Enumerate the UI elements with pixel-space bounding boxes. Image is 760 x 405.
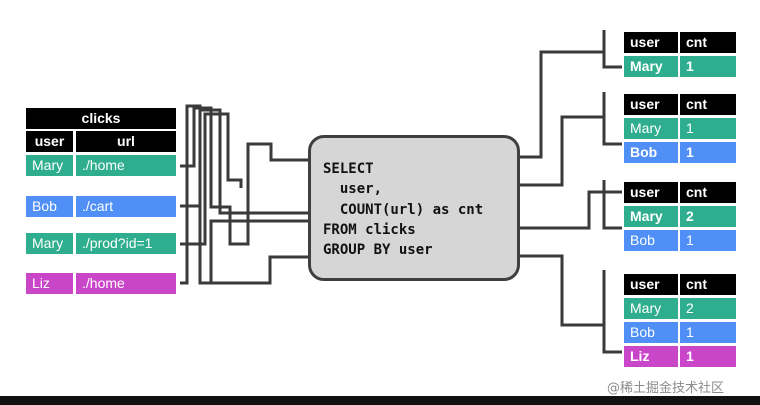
output-line-1 bbox=[520, 50, 622, 159]
watermark-text: @稀土掘金技术社区 bbox=[607, 381, 725, 396]
source-col-url-header: url bbox=[76, 131, 176, 152]
result-4-row-1-user: Mary bbox=[624, 298, 678, 319]
result-3-cnt-header: cnt bbox=[680, 182, 736, 203]
input-bracket-4 bbox=[180, 104, 308, 285]
output-line-3 bbox=[520, 190, 622, 230]
result-1-user-header: user bbox=[624, 32, 678, 53]
output-tick-3 bbox=[602, 180, 622, 230]
source-row-1-url: ./home bbox=[76, 155, 176, 176]
result-3-row-2-user: Bob bbox=[624, 230, 678, 251]
result-4-cnt-header: cnt bbox=[680, 274, 736, 295]
result-4-row-3-cnt: 1 bbox=[680, 346, 736, 367]
source-row-3-user: Mary bbox=[26, 233, 73, 254]
result-3-row-2-cnt: 1 bbox=[680, 230, 736, 251]
query-line-4: FROM clicks bbox=[323, 222, 416, 238]
source-row-4-url: ./home bbox=[76, 273, 176, 294]
bottom-bar bbox=[0, 396, 760, 405]
result-1-row-1-user: Mary bbox=[624, 56, 678, 77]
source-col-user-header: user bbox=[26, 131, 73, 152]
result-2-row-2-user: Bob bbox=[624, 142, 678, 163]
input-bracket-4b bbox=[211, 255, 308, 285]
query-line-3: COUNT(url) as cnt bbox=[323, 202, 484, 218]
result-3-row-1-cnt: 2 bbox=[680, 206, 736, 227]
result-2-row-1-user: Mary bbox=[624, 118, 678, 139]
source-row-2-url: ./cart bbox=[76, 196, 176, 217]
source-table-title: clicks bbox=[26, 108, 176, 129]
source-row-3-url: ./prod?id=1 bbox=[76, 233, 176, 254]
result-1-row-1-cnt: 1 bbox=[680, 56, 736, 77]
input-bracket-2 bbox=[180, 108, 308, 215]
result-2-row-2-cnt: 1 bbox=[680, 142, 736, 163]
result-4-row-2-cnt: 1 bbox=[680, 322, 736, 343]
source-row-1-user: Mary bbox=[26, 155, 73, 176]
input-bracket-1 bbox=[180, 106, 308, 246]
query-line-2: user, bbox=[323, 181, 383, 197]
input-bracket-3 bbox=[180, 112, 243, 246]
result-1-cnt-header: cnt bbox=[680, 32, 736, 53]
output-line-2 bbox=[520, 115, 622, 187]
output-line-4 bbox=[520, 254, 622, 354]
result-3-row-1-user: Mary bbox=[624, 206, 678, 227]
result-4-row-1-cnt: 2 bbox=[680, 298, 736, 319]
source-row-2-user: Bob bbox=[26, 196, 73, 217]
result-2-user-header: user bbox=[624, 94, 678, 115]
result-4-row-2-user: Bob bbox=[624, 322, 678, 343]
result-3-user-header: user bbox=[624, 182, 678, 203]
result-2-row-1-cnt: 1 bbox=[680, 118, 736, 139]
result-4-user-header: user bbox=[624, 274, 678, 295]
sql-query-box: SELECT user, COUNT(url) as cnt FROM clic… bbox=[308, 135, 520, 281]
source-row-4-user: Liz bbox=[26, 273, 73, 294]
result-4-row-3-user: Liz bbox=[624, 346, 678, 367]
query-line-1: SELECT bbox=[323, 161, 374, 177]
result-2-cnt-header: cnt bbox=[680, 94, 736, 115]
query-line-5: GROUP BY user bbox=[323, 242, 433, 258]
